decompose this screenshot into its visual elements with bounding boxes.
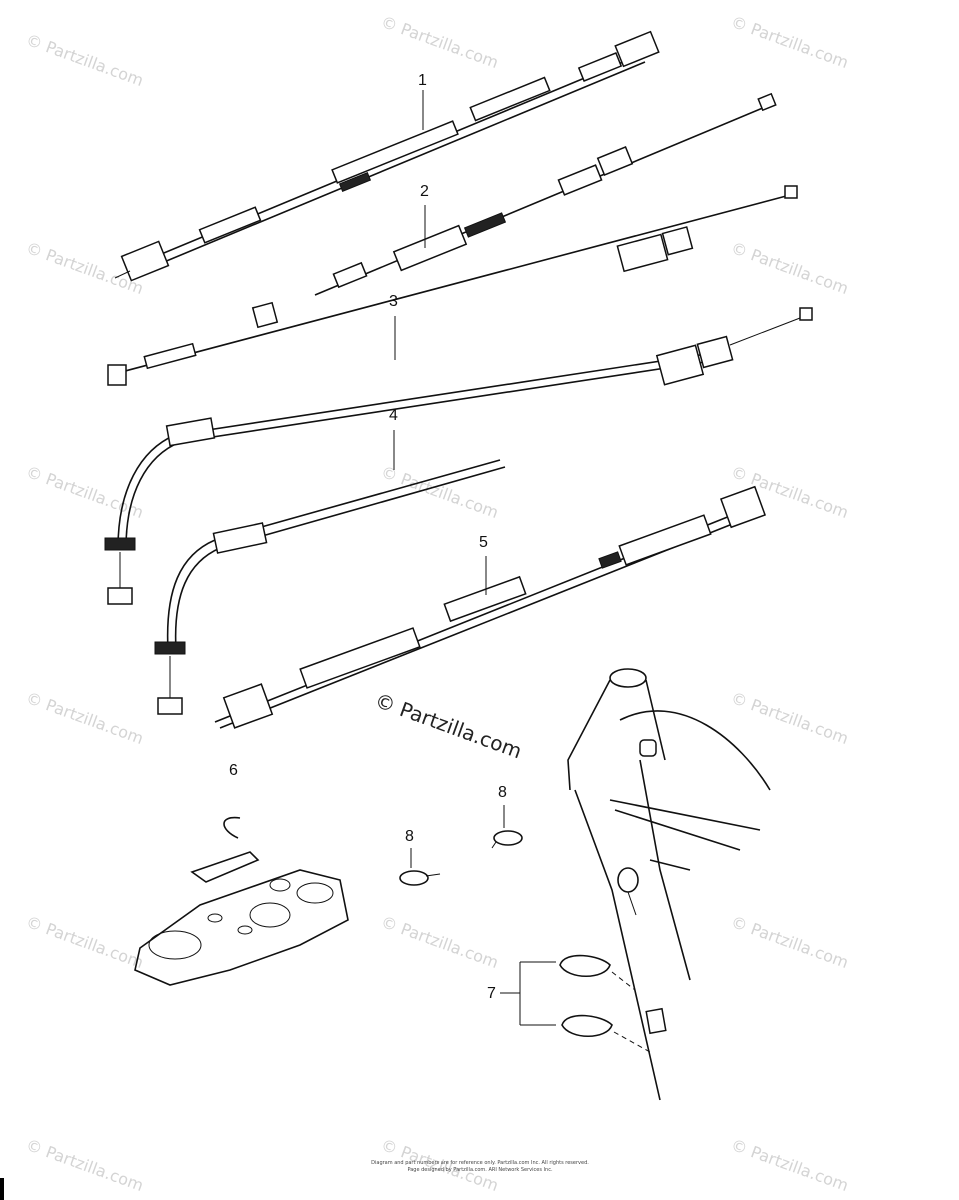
part-2-clutch-cable[interactable] [314, 92, 777, 296]
callout-5: 5 [479, 534, 488, 551]
edge-bar [0, 1178, 4, 1200]
part-4-throttle-cable[interactable] [104, 307, 813, 605]
part-7-cable-clamps[interactable] [559, 954, 651, 1053]
callout-8-upper: 8 [498, 784, 507, 801]
callout-2: 2 [420, 183, 429, 200]
callout-1: 1 [418, 72, 427, 89]
part-5-tachometer-cable[interactable] [214, 485, 767, 729]
callout-8-lower: 8 [405, 828, 414, 845]
part-3-throttle-cable[interactable] [107, 185, 798, 386]
part-6-cable-guide-and-holder[interactable] [134, 816, 349, 986]
part-8-clip-lower[interactable] [399, 870, 441, 886]
footer-line-1: Diagram and part numbers are for referen… [371, 1160, 589, 1166]
footer-line-2: Page designed by Partzilla.com. ARI Netw… [407, 1167, 553, 1173]
footer-notice: Diagram and part numbers are for referen… [340, 1160, 620, 1174]
part-1-meter-cable[interactable] [114, 30, 660, 282]
callout-3: 3 [389, 293, 398, 310]
callout-7: 7 [487, 985, 496, 1002]
callout-leaders [393, 90, 556, 1026]
callout-4: 4 [389, 407, 398, 424]
part-4-lower-cable[interactable] [154, 459, 506, 715]
frame-section [567, 668, 771, 1101]
part-8-clip-upper[interactable] [491, 830, 523, 849]
callout-6: 6 [229, 762, 238, 779]
